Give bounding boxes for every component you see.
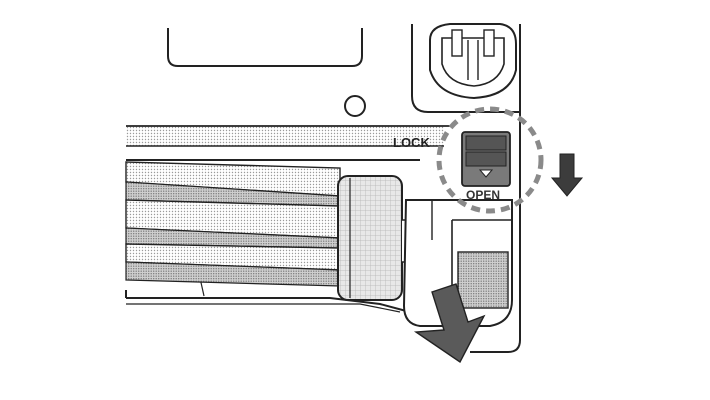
triangle-down-icon <box>478 169 494 178</box>
housing-top <box>167 28 366 117</box>
release-cover <box>402 199 513 327</box>
lock-label: LOCK <box>393 135 430 150</box>
highlight-dashed-circle <box>436 106 544 214</box>
latch-slider <box>461 131 511 187</box>
brush-roll <box>125 161 341 287</box>
down-arrow-icon <box>550 153 584 197</box>
slide-direction-arrow-icon <box>413 283 486 364</box>
dotted-strip <box>126 125 450 147</box>
roller-end-cap <box>337 175 415 301</box>
side-housing <box>411 23 521 353</box>
open-label: OPEN <box>466 188 500 202</box>
